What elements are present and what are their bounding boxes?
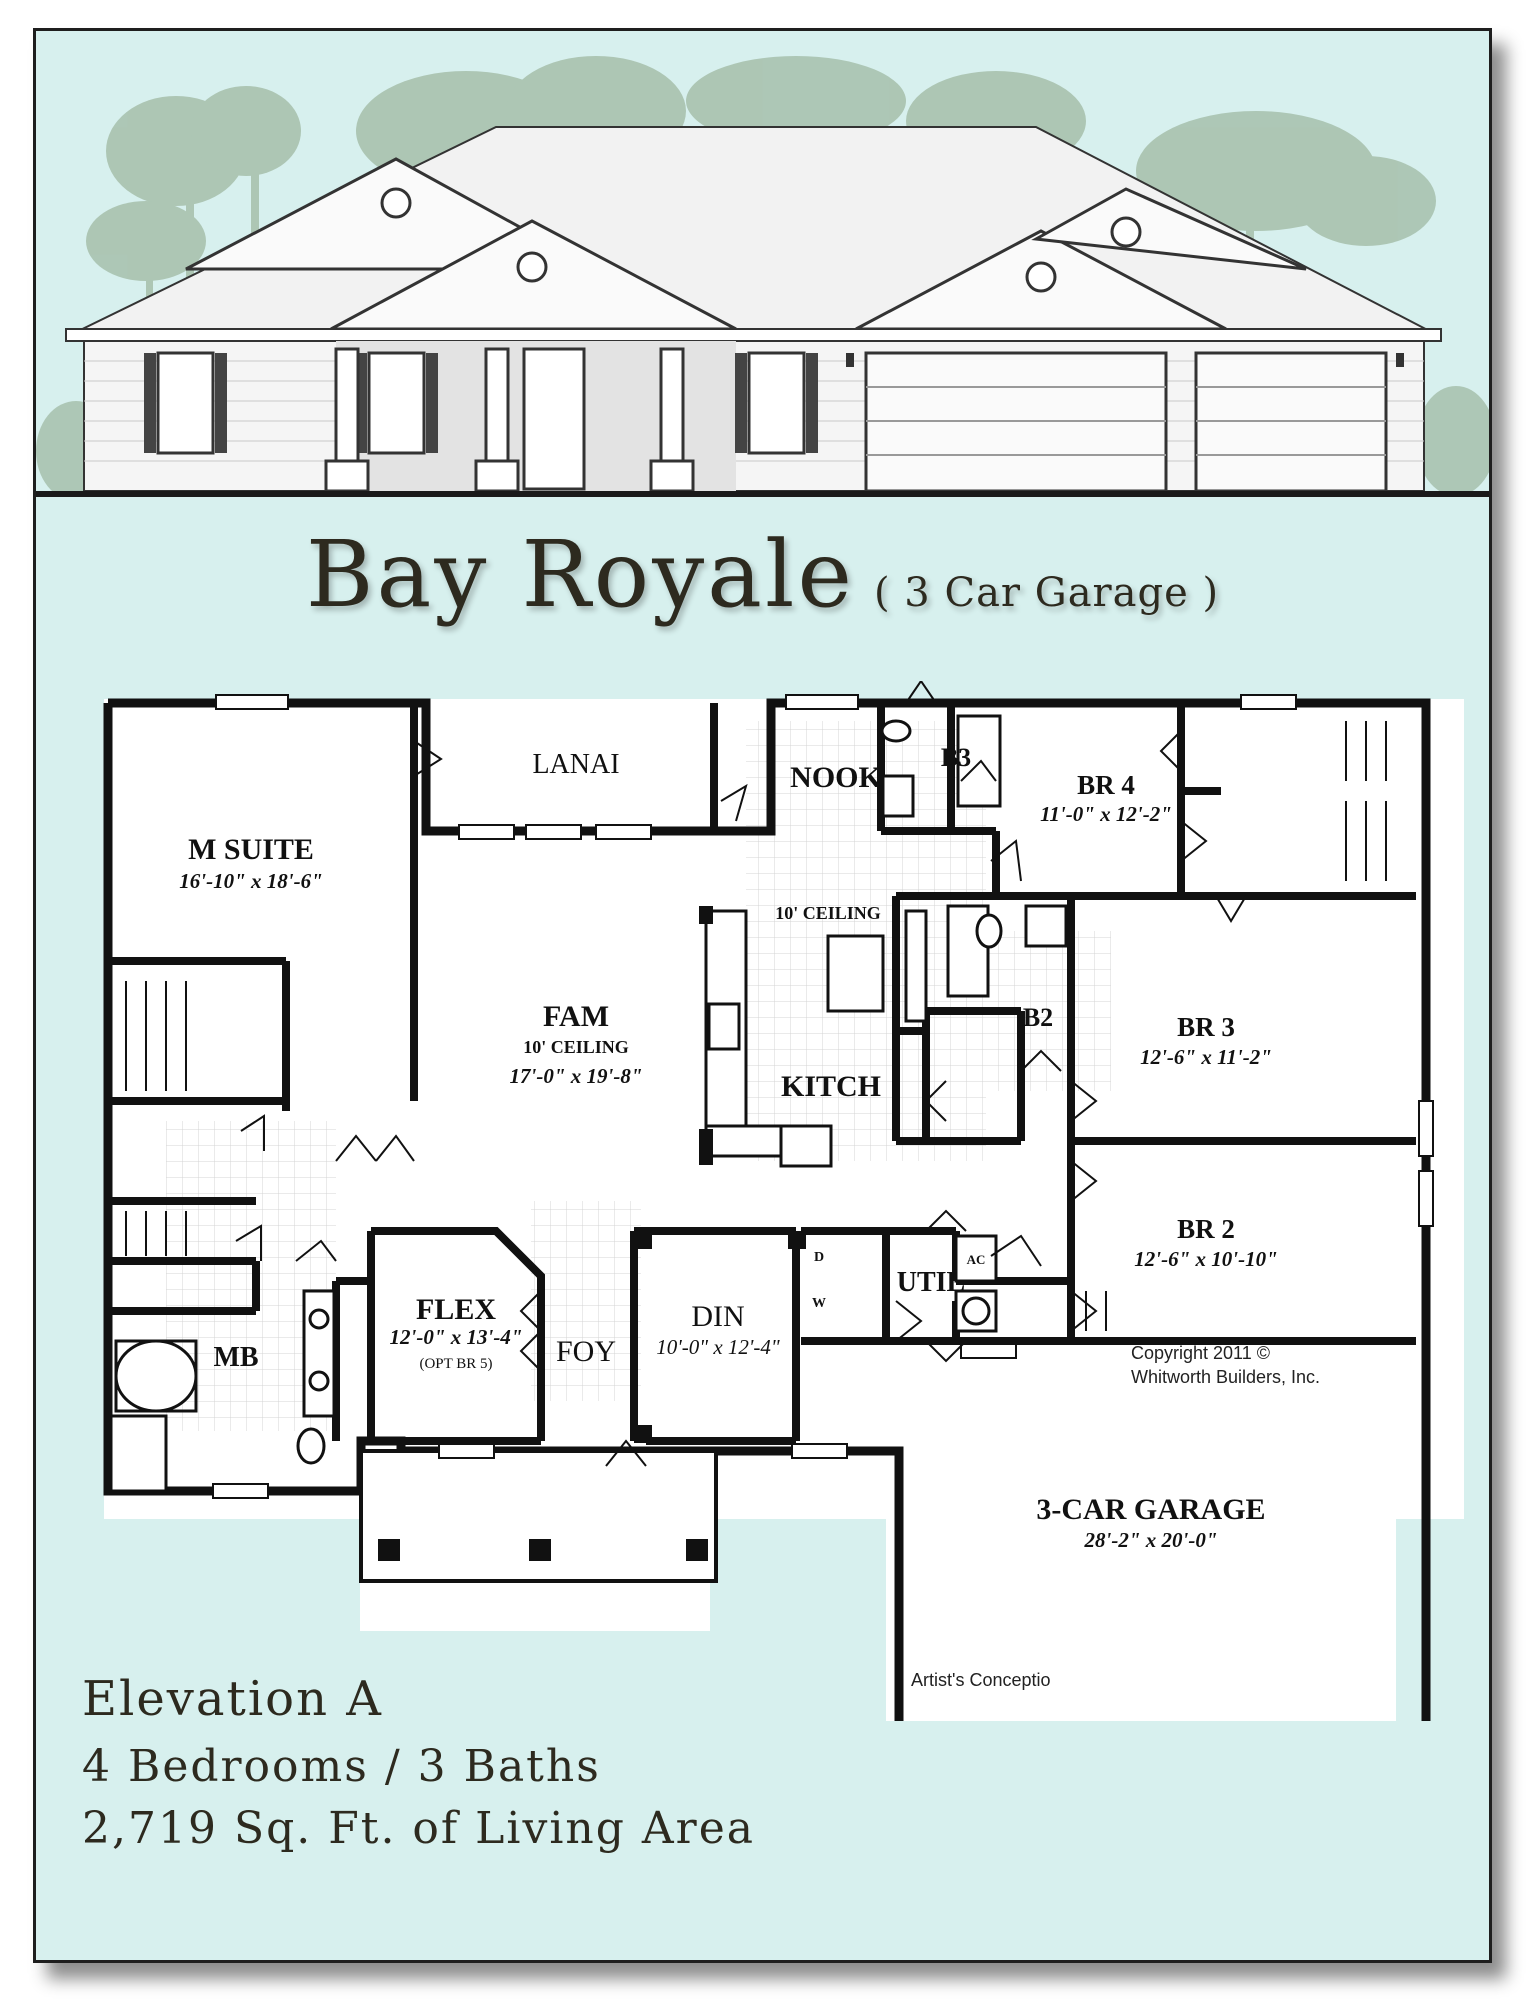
br4-dims: 11'-0" x 12'-2" [1040, 802, 1172, 826]
bedrooms-baths: 4 Bedrooms / 3 Baths [82, 1741, 601, 1792]
b2-label: B2 [1023, 1003, 1053, 1032]
plan-title: Bay Royale ( 3 Car Garage ) [36, 521, 1489, 628]
br2-label: BR 2 [1177, 1214, 1235, 1244]
dining-dims: 10'-0" x 12'-4" [656, 1335, 780, 1359]
dining-label: DIN [691, 1300, 744, 1333]
flex-note: (OPT BR 5) [419, 1356, 492, 1372]
dryer-label: D [814, 1250, 824, 1265]
floor-plan: M SUITE 16'-10" x 18'-6" LANAI NOOK B3 B… [103, 681, 1464, 1721]
br4-label: BR 4 [1077, 770, 1135, 800]
master-bath-label: MB [213, 1342, 258, 1373]
washer-label: W [812, 1296, 826, 1311]
br3-dims: 12'-6" x 11'-2" [1140, 1045, 1272, 1069]
kitchen-ceiling-note: 10' CEILING [775, 903, 881, 923]
elevation-label: Elevation A [82, 1671, 383, 1727]
br3-label: BR 3 [1177, 1012, 1235, 1042]
m-suite-label: M SUITE [188, 833, 314, 866]
foyer-label: FOY [556, 1335, 616, 1368]
elevation-ground-line [36, 491, 1489, 497]
plan-subtitle: ( 3 Car Garage ) [873, 570, 1220, 616]
flex-label: FLEX [416, 1293, 496, 1326]
copyright-line2: Whitworth Builders, Inc. [1131, 1367, 1320, 1387]
family-room-dims: 17'-0" x 19'-8" [510, 1064, 643, 1088]
family-room-label: FAM [543, 1000, 609, 1033]
ac-label: AC [967, 1252, 986, 1267]
garage-label: 3-CAR GARAGE [1036, 1493, 1265, 1526]
nook-label: NOOK [790, 761, 882, 794]
br2-dims: 12'-6" x 10'-10" [1134, 1247, 1277, 1271]
plan-name: Bay Royale [305, 521, 855, 628]
kitchen-label: KITCH [781, 1070, 881, 1103]
artist-conception-note: Artist's Conceptio [911, 1670, 1051, 1690]
family-room-ceiling: 10' CEILING [523, 1037, 629, 1057]
garage-dims: 28'-2" x 20'-0" [1084, 1528, 1218, 1552]
lanai-label: LANAI [532, 749, 619, 780]
elevation-drawing [36, 56, 1489, 494]
plan-card: Bay Royale ( 3 Car Garage ) [33, 28, 1492, 1963]
copyright-line1: Copyright 2011 © [1131, 1343, 1270, 1363]
living-area: 2,719 Sq. Ft. of Living Area [82, 1803, 755, 1854]
b3-label: B3 [941, 743, 971, 772]
flex-dims: 12'-0" x 13'-4" [390, 1325, 523, 1349]
m-suite-dims: 16'-10" x 18'-6" [179, 869, 322, 893]
utility-label: UTIL [897, 1267, 965, 1298]
